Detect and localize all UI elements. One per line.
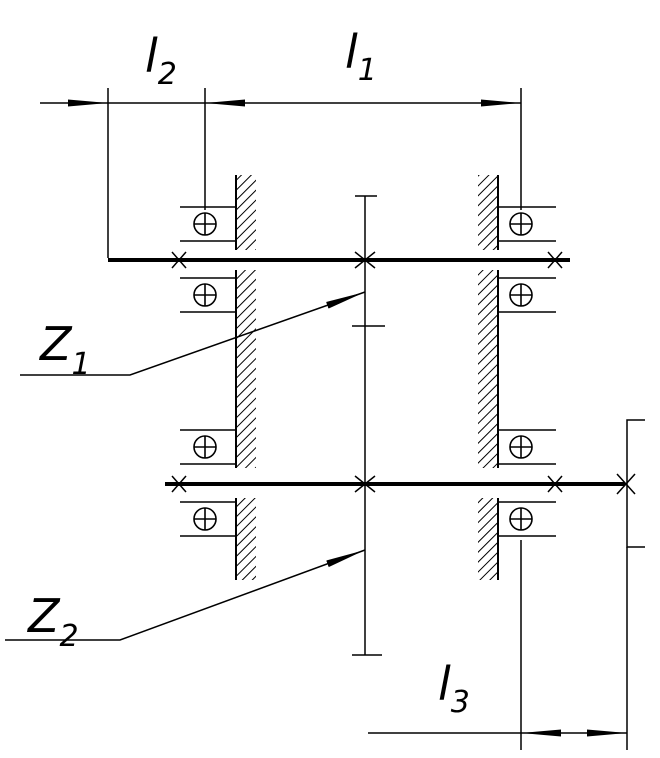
- bearings: [180, 206, 556, 537]
- bearing-upper-right-top: [498, 206, 556, 242]
- right-bracket: [626, 419, 645, 548]
- gear-z1: [352, 195, 385, 327]
- right-wall-bottom: [478, 498, 498, 580]
- bearing-upper-left-top: [180, 206, 236, 242]
- housing-walls: [235, 175, 499, 580]
- label-z2: Z2: [26, 589, 79, 654]
- bearing-upper-left-bottom: [180, 277, 236, 313]
- label-l3: l3: [438, 657, 470, 720]
- label-l2: l2: [145, 29, 177, 92]
- bearing-lower-left-top: [180, 429, 236, 465]
- bearing-lower-right-bottom: [498, 501, 556, 537]
- dimension-lines: [5, 88, 628, 750]
- left-wall-middle: [236, 270, 256, 468]
- z2-leader: [5, 549, 366, 641]
- bearing-upper-right-bottom: [498, 277, 556, 313]
- gear-z2: [352, 326, 382, 656]
- bearing-lower-right-top: [498, 429, 556, 465]
- right-wall-middle: [478, 270, 498, 468]
- z1-leader: [20, 291, 366, 376]
- label-l1: l1: [345, 25, 377, 88]
- left-wall-bottom: [236, 498, 256, 580]
- bearing-lower-left-bottom: [180, 501, 236, 537]
- right-wall-top: [478, 175, 498, 250]
- label-z1: Z1: [38, 317, 91, 382]
- left-wall-top: [236, 175, 256, 250]
